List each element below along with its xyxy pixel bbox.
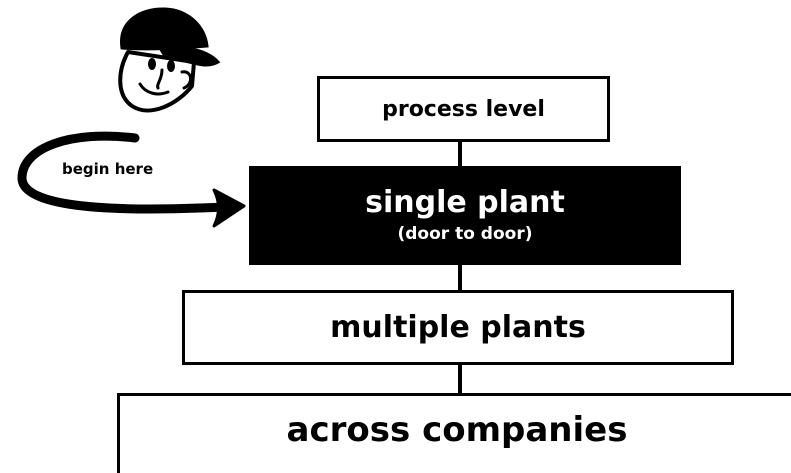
process-level-box: process level [317, 76, 610, 142]
single-plant-box: single plant (door to door) [249, 166, 681, 265]
connector-single-to-multiple [458, 265, 462, 290]
across-companies-label: across companies [286, 410, 628, 450]
connector-process-to-single [458, 142, 462, 166]
multiple-plants-label: multiple plants [330, 310, 586, 345]
across-companies-box: across companies [117, 393, 791, 473]
begin-here-label: begin here [62, 160, 154, 178]
process-level-label: process level [382, 96, 545, 122]
connector-multiple-to-across [458, 365, 462, 393]
single-plant-label: single plant [365, 185, 565, 220]
multiple-plants-box: multiple plants [182, 290, 734, 365]
single-plant-sublabel: (door to door) [397, 224, 533, 244]
